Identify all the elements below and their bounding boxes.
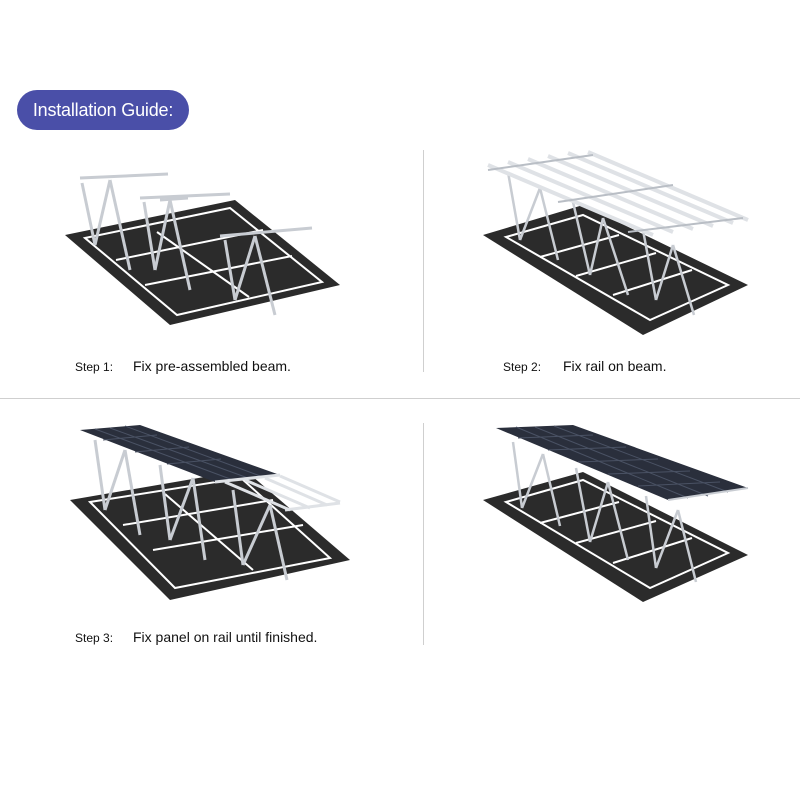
step-1-illustration <box>60 160 350 340</box>
step-2-text: Fix rail on beam. <box>563 358 667 374</box>
installation-guide-title: Installation Guide: <box>17 90 189 130</box>
vertical-divider-top <box>423 150 424 372</box>
step-4-illustration <box>478 420 768 610</box>
step-3-caption: Step 3: Fix panel on rail until finished. <box>75 629 317 645</box>
step-3-illustration <box>65 420 355 610</box>
step-1-number: Step 1: <box>75 360 114 374</box>
step-2-illustration <box>478 150 768 345</box>
step-2-caption: Step 2: Fix rail on beam. <box>503 358 666 374</box>
step-2-number: Step 2: <box>503 360 542 374</box>
step-3-text: Fix panel on rail until finished. <box>133 629 318 645</box>
vertical-divider-bottom <box>423 423 424 645</box>
step-3-number: Step 3: <box>75 631 114 645</box>
step-1-caption: Step 1: Fix pre-assembled beam. <box>75 358 291 374</box>
horizontal-divider <box>0 398 800 399</box>
step-1-text: Fix pre-assembled beam. <box>133 358 291 374</box>
